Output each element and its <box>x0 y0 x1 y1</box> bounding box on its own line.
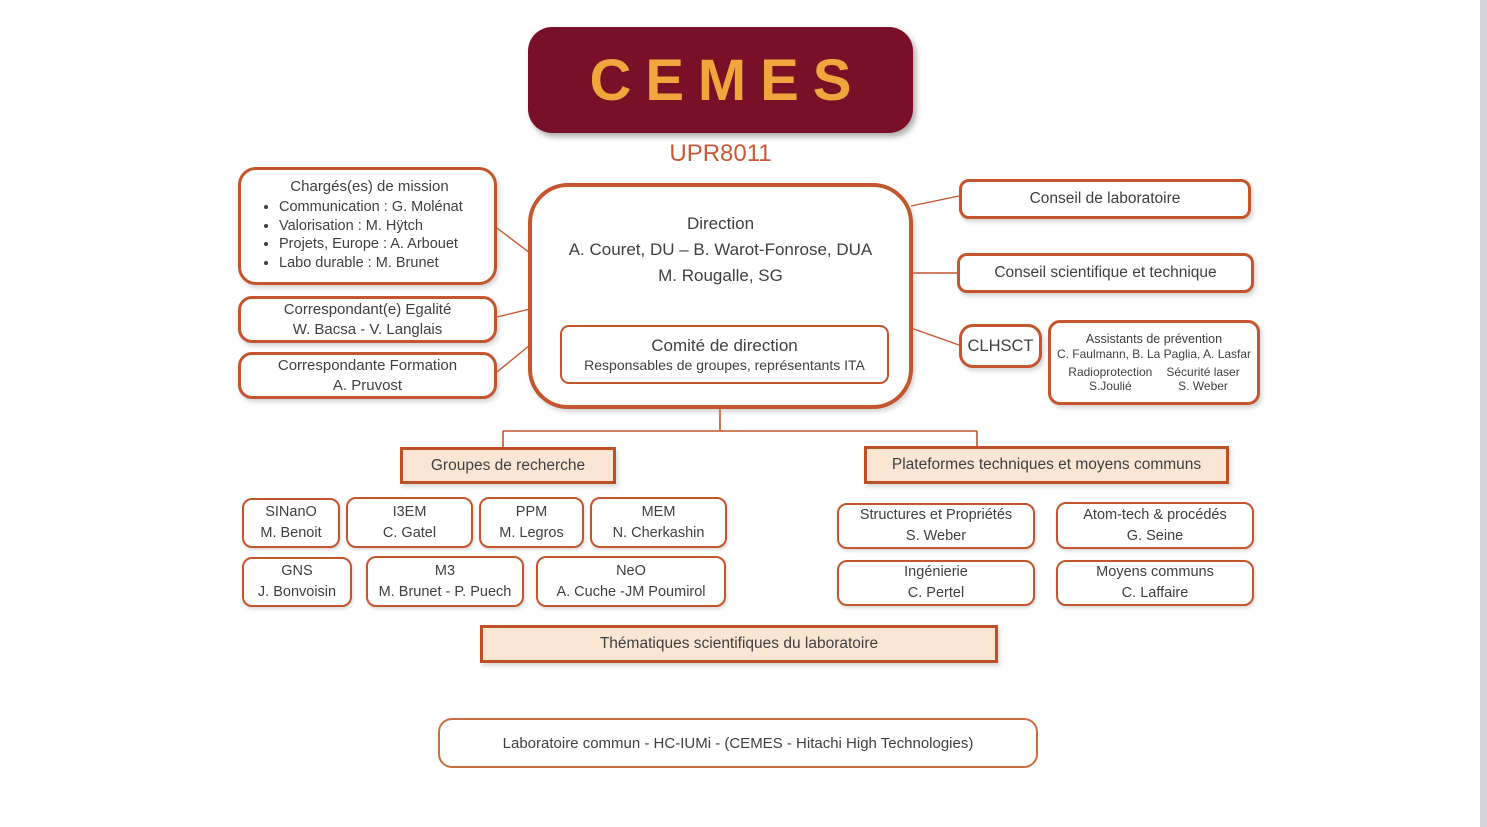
laboratoire-commun-label: Laboratoire commun - HC-IUMi - (CEMES - … <box>502 734 974 752</box>
comite-subtitle: Responsables de groupes, représentants I… <box>584 357 865 373</box>
comite-direction-box: Comité de direction Responsables de grou… <box>560 325 889 384</box>
platform-box-atom-tech: Atom-tech & procédés G. Seine <box>1056 502 1254 549</box>
charges-item: Valorisation : M. Hÿtch <box>279 217 484 236</box>
prevention-role: Radioprotection <box>1068 365 1153 379</box>
platform-leader: C. Laffaire <box>1121 585 1189 601</box>
group-leader: N. Cherkashin <box>612 524 705 541</box>
direction-title: Direction <box>686 214 755 233</box>
platform-name: Moyens communs <box>1096 564 1214 580</box>
group-box-mem: MEM N. Cherkashin <box>590 497 727 548</box>
platform-box-moyens-communs: Moyens communs C. Laffaire <box>1056 560 1254 606</box>
prevention-title: Assistants de prévention <box>1085 332 1223 346</box>
correspondant-egalite-box: Correspondant(e) Egalité W. Bacsa - V. L… <box>238 296 497 343</box>
clhsct-label: CLHSCT <box>967 336 1034 355</box>
charges-item: Projets, Europe : A. Arbouet <box>279 235 484 254</box>
window-edge-strip <box>1480 0 1487 827</box>
direction-line2: M. Rougalle, SG <box>658 266 783 285</box>
prevention-person: S. Weber <box>1178 379 1228 393</box>
conseil-scientifique-box: Conseil scientifique et technique <box>957 253 1254 293</box>
direction-box: Direction A. Couret, DU – B. Warot-Fonro… <box>528 183 913 409</box>
formation-names: A. Pruvost <box>332 376 403 394</box>
platform-name: Atom-tech & procédés <box>1083 506 1227 523</box>
platform-name: Structures et Propriétés <box>859 507 1013 523</box>
egalite-title: Correspondant(e) Egalité <box>283 300 452 318</box>
group-name: SINanO <box>265 504 317 520</box>
group-name: GNS <box>281 563 313 579</box>
charges-item: Labo durable : M. Brunet <box>279 254 484 273</box>
plateformes-header: Plateformes techniques et moyens communs <box>864 446 1229 484</box>
group-box-neo: NeO A. Cuche -JM Poumirol <box>536 556 726 607</box>
group-box-gns: GNS J. Bonvoisin <box>242 557 352 607</box>
group-leader: A. Cuche -JM Poumirol <box>556 583 706 600</box>
group-box-i3em: I3EM C. Gatel <box>346 497 473 548</box>
prevention-col-radioprotection: Radioprotection S.Joulié <box>1068 365 1152 393</box>
charges-mission-box: Chargés(es) de mission Communication : G… <box>238 167 497 285</box>
platform-name: Ingénierie <box>904 564 968 580</box>
cemes-logo-text: CEMES <box>589 47 866 113</box>
thematiques-label: Thématiques scientifiques du laboratoire <box>599 635 879 652</box>
groupes-header-label: Groupes de recherche <box>430 456 586 474</box>
prevention-columns: Radioprotection S.Joulié Sécurité laser … <box>1053 365 1255 393</box>
prevention-person: S.Joulié <box>1088 379 1132 393</box>
group-name: PPM <box>515 503 548 520</box>
group-leader: J. Bonvoisin <box>257 584 337 600</box>
platform-leader: G. Seine <box>1126 527 1184 544</box>
group-name: MEM <box>641 503 676 520</box>
platform-box-ingenierie: Ingénierie C. Pertel <box>837 560 1035 606</box>
charges-item: Communication : G. Molénat <box>279 198 484 217</box>
upr-code: UPR8011 <box>669 140 772 167</box>
laboratoire-commun-box: Laboratoire commun - HC-IUMi - (CEMES - … <box>438 718 1038 768</box>
cemes-logo-banner: CEMES <box>528 27 913 133</box>
group-box-m3: M3 M. Brunet - P. Puech <box>366 556 524 607</box>
assistants-prevention-box: Assistants de prévention C. Faulmann, B.… <box>1048 320 1260 405</box>
prevention-names: C. Faulmann, B. La Paglia, A. Lasfar <box>1056 347 1252 361</box>
egalite-names: W. Bacsa - V. Langlais <box>292 320 443 338</box>
charges-mission-title: Chargés(es) de mission <box>290 178 449 195</box>
group-leader: M. Brunet - P. Puech <box>378 583 512 600</box>
group-name: NeO <box>616 562 646 579</box>
formation-title: Correspondante Formation <box>277 356 458 374</box>
charges-mission-list: Communication : G. Molénat Valorisation … <box>255 198 484 272</box>
conseil-laboratoire-box: Conseil de laboratoire <box>959 179 1251 219</box>
platform-leader: S. Weber <box>905 528 967 544</box>
group-leader: M. Benoit <box>260 525 322 541</box>
comite-title: Comité de direction <box>651 336 798 355</box>
clhsct-box: CLHSCT <box>959 324 1042 368</box>
platform-leader: C. Pertel <box>907 585 965 601</box>
group-name: I3EM <box>392 503 427 520</box>
prevention-role: Sécurité laser <box>1166 365 1240 379</box>
conseil-laboratoire-label: Conseil de laboratoire <box>1029 190 1181 207</box>
correspondante-formation-box: Correspondante Formation A. Pruvost <box>238 352 497 399</box>
group-name: M3 <box>434 562 456 579</box>
platform-box-structures-proprietes: Structures et Propriétés S. Weber <box>837 503 1035 549</box>
group-leader: M. Legros <box>499 524 564 541</box>
prevention-col-securite-laser: Sécurité laser S. Weber <box>1166 365 1239 393</box>
group-leader: C. Gatel <box>382 524 437 541</box>
plateformes-header-label: Plateformes techniques et moyens communs <box>891 456 1202 473</box>
conseil-scientifique-label: Conseil scientifique et technique <box>994 264 1217 281</box>
group-box-ppm: PPM M. Legros <box>479 497 584 548</box>
group-box-sinano: SINanO M. Benoit <box>242 498 340 548</box>
groupes-recherche-header: Groupes de recherche <box>400 447 616 484</box>
thematiques-banner: Thématiques scientifiques du laboratoire <box>480 625 998 663</box>
direction-line1: A. Couret, DU – B. Warot-Fonrose, DUA <box>568 240 873 259</box>
